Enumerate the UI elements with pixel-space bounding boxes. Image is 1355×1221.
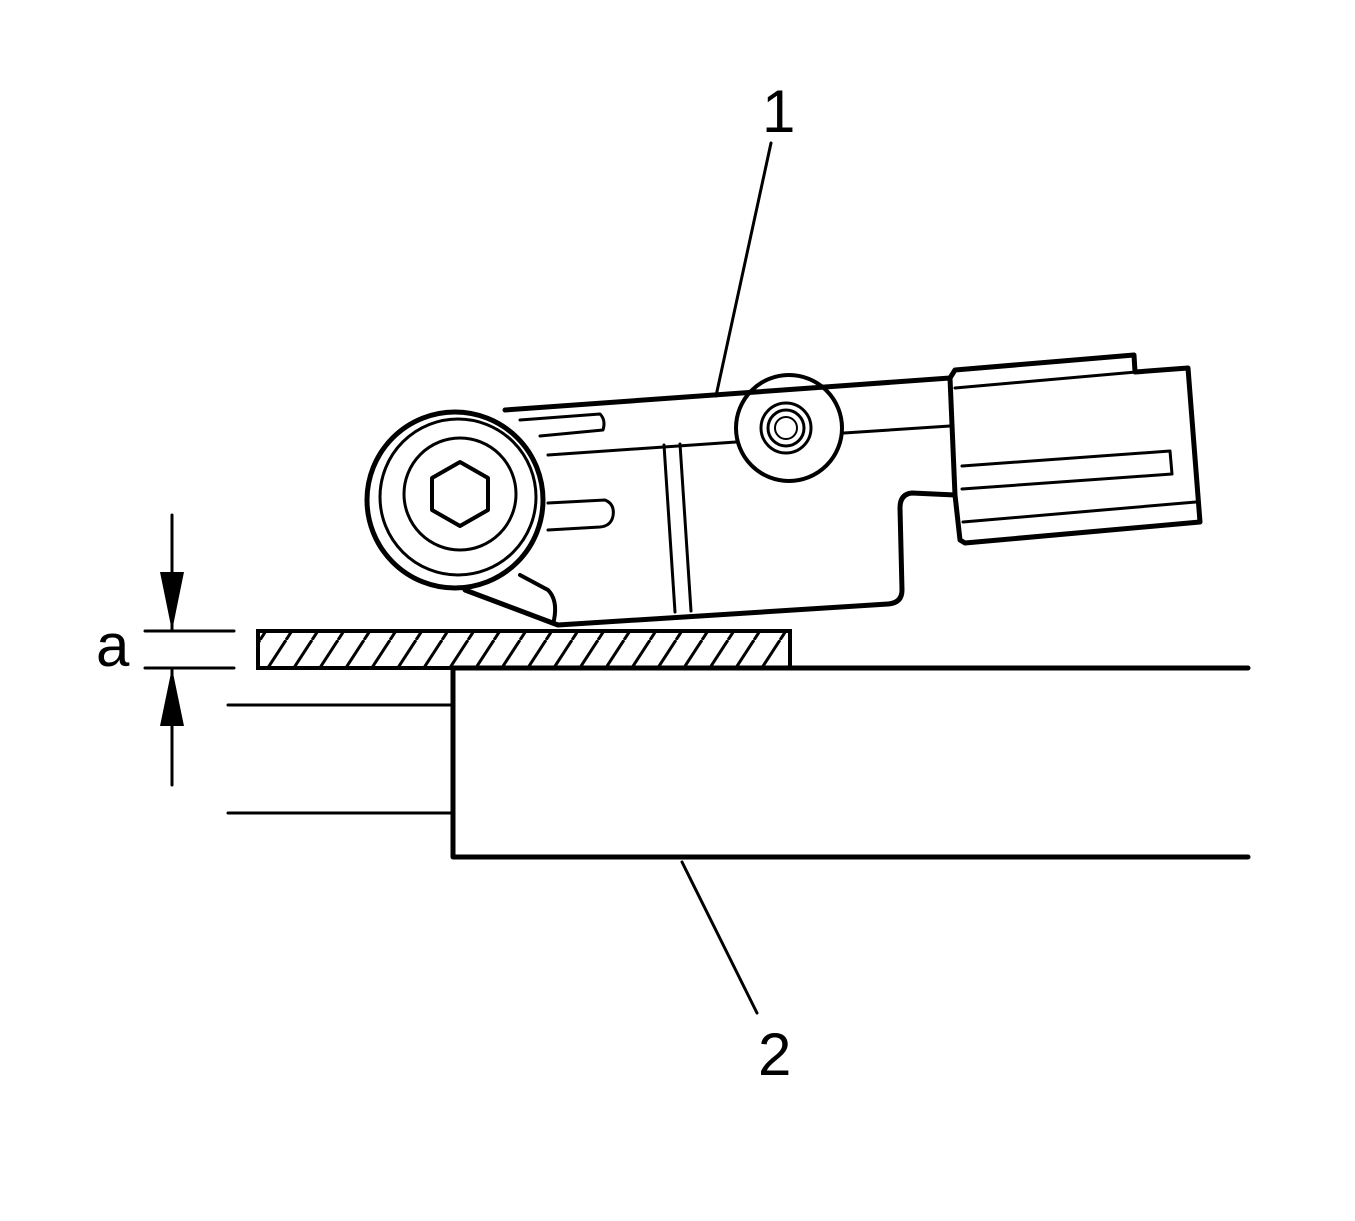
arrow-down-icon	[160, 572, 184, 631]
dimension-a-label: a	[96, 612, 130, 679]
leader-line-1	[714, 141, 773, 398]
callout-2: 2	[758, 1021, 791, 1088]
mounting-block	[226, 665, 1251, 860]
hex-bolt-icon	[430, 460, 490, 528]
arrow-up-icon	[160, 668, 184, 726]
hatched-shim	[256, 629, 792, 670]
leader-line-2	[680, 860, 759, 1015]
sensor-assembly	[364, 352, 1203, 628]
callout-1: 1	[762, 78, 795, 145]
dimension-a-indicator: a	[96, 513, 236, 787]
